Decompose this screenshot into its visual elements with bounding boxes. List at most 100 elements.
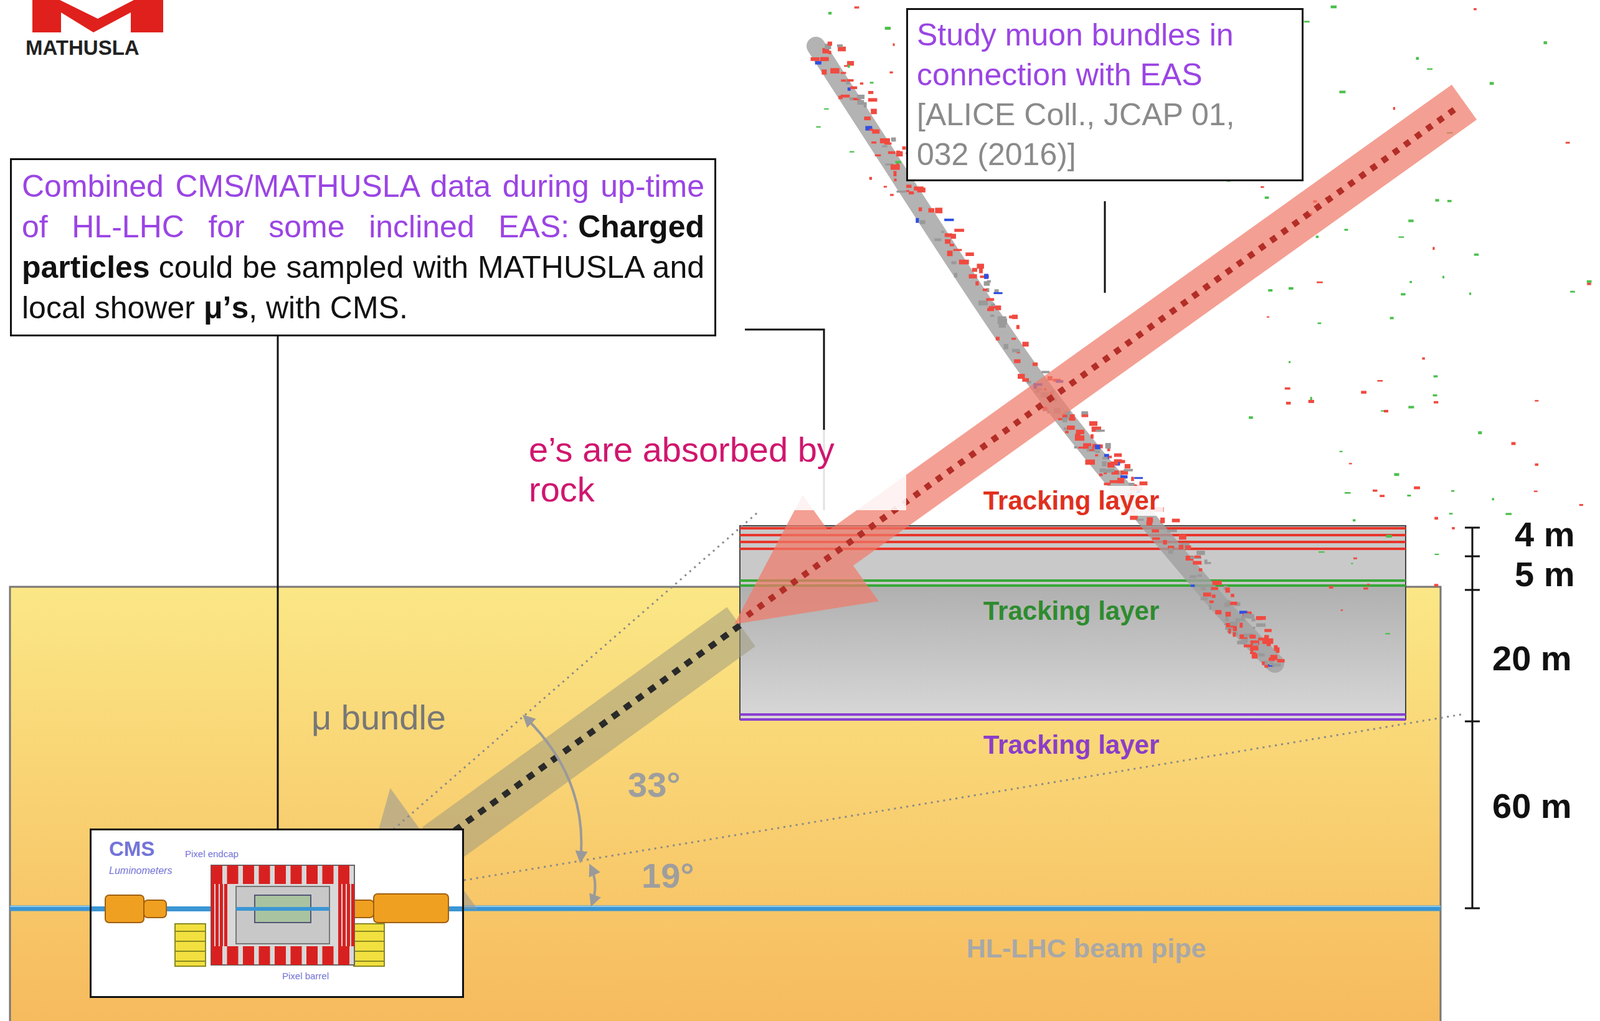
shower-particle: [965, 252, 974, 256]
shower-particle: [863, 102, 867, 108]
shower-particle: [1022, 341, 1029, 347]
shower-particle: [1252, 645, 1258, 650]
shower-particle: [1390, 317, 1394, 320]
shower-particle: [1065, 430, 1069, 434]
shower-particle: [1194, 555, 1201, 559]
shower-particle: [1579, 503, 1584, 506]
shower-particle: [1248, 416, 1254, 419]
shower-particle: [1094, 450, 1100, 453]
shower-particle: [1308, 399, 1315, 403]
shower-particle: [908, 191, 914, 194]
shower-particle: [1533, 490, 1538, 492]
callout-box: Study muon bundles in connection with EA…: [906, 8, 1304, 182]
shower-particle: [1230, 593, 1235, 597]
shower-particle: [830, 67, 840, 74]
shower-particle: [893, 178, 897, 182]
shower-particle: [1117, 477, 1125, 484]
shower-particle: [1349, 462, 1353, 464]
shower-particle: [1225, 611, 1232, 617]
shower-particle: [1339, 90, 1346, 94]
shower-particle: [1212, 580, 1222, 585]
layer-label: Tracking layer: [983, 596, 1160, 626]
shower-particle: [990, 303, 996, 306]
shower-particle: [1094, 454, 1099, 456]
shower-particle: [1363, 587, 1368, 590]
shower-particle: [1406, 494, 1411, 497]
shower-particle: [1352, 518, 1356, 522]
shower-particle: [1432, 246, 1435, 250]
shower-particle: [997, 318, 1008, 324]
shower-particle: [869, 176, 872, 180]
shower-particle: [1103, 482, 1111, 486]
shower-particle: [896, 190, 907, 193]
shower-particle: [1586, 282, 1591, 286]
muon-bundle-band: [422, 606, 756, 867]
shower-particle: [1134, 477, 1143, 479]
part-label: Pixel barrel: [282, 970, 329, 982]
logo-mark: [32, 0, 164, 33]
shower-particle: [875, 154, 882, 157]
shower-particle: [883, 185, 887, 188]
shower-particle: [1386, 534, 1392, 538]
shower-particle: [1350, 563, 1353, 565]
shower-particle: [1084, 459, 1095, 465]
shower-particle: [1511, 442, 1516, 446]
shower-particle: [1249, 640, 1257, 643]
shower-particle: [860, 82, 864, 85]
shower-particle: [941, 230, 945, 233]
shower-particle: [1340, 609, 1344, 611]
shower-particle: [849, 151, 854, 153]
shower-particle: [1447, 199, 1452, 203]
shower-particle: [995, 305, 1001, 310]
shower-particle: [953, 249, 963, 251]
shower-particle: [1011, 337, 1016, 340]
shower-particle: [870, 108, 877, 115]
shower-particle: [896, 151, 904, 157]
shower-particle: [1032, 362, 1038, 367]
shower-particle: [947, 250, 953, 256]
shower-particle: [1379, 494, 1385, 498]
shower-particle: [1243, 613, 1250, 619]
shower-particle: [1491, 497, 1495, 501]
shower-particle: [934, 207, 943, 214]
shower-particle: [1081, 411, 1088, 415]
shower-particle: [1586, 280, 1592, 283]
shower-particle: [871, 141, 877, 144]
shower-particle: [1041, 370, 1050, 374]
shower-particle: [1310, 396, 1313, 400]
shower-particle: [985, 298, 995, 301]
dimension: 4 m: [1514, 514, 1576, 555]
shower-particle: [1534, 399, 1539, 402]
shower-particle: [944, 218, 954, 222]
shower-particle: [828, 11, 832, 15]
shower-particle: [1442, 275, 1445, 279]
shower-particle: [1258, 653, 1265, 657]
shower-particle: [1304, 20, 1310, 23]
shower-particle: [889, 71, 893, 74]
shower-particle: [894, 160, 902, 164]
shower-particle: [1200, 597, 1209, 601]
shower-particle: [990, 314, 995, 318]
layer-label: Tracking layer: [979, 485, 1164, 516]
shower-particle: [1264, 664, 1269, 668]
shower-particle: [1228, 628, 1231, 635]
shower-particle: [1258, 637, 1267, 641]
shower-particle: [1489, 82, 1495, 86]
shower-particle: [1421, 357, 1425, 360]
shower-particle: [881, 145, 888, 147]
shower-particle: [1426, 68, 1433, 70]
shower-particle: [1235, 618, 1240, 623]
shower-particle: [1256, 615, 1267, 620]
shower-particle: [820, 57, 829, 62]
part-label: CMS: [108, 837, 155, 861]
shower-particle: [837, 44, 843, 47]
angle-label: 19°: [641, 855, 695, 896]
shower-particle: [1260, 186, 1265, 189]
shower-particle: [1449, 512, 1454, 515]
shower-particle: [1534, 463, 1539, 466]
ground: [9, 586, 1441, 1021]
shower-particle: [1224, 602, 1230, 608]
shower-particle: [828, 51, 832, 55]
shower-particle: [1196, 550, 1205, 555]
